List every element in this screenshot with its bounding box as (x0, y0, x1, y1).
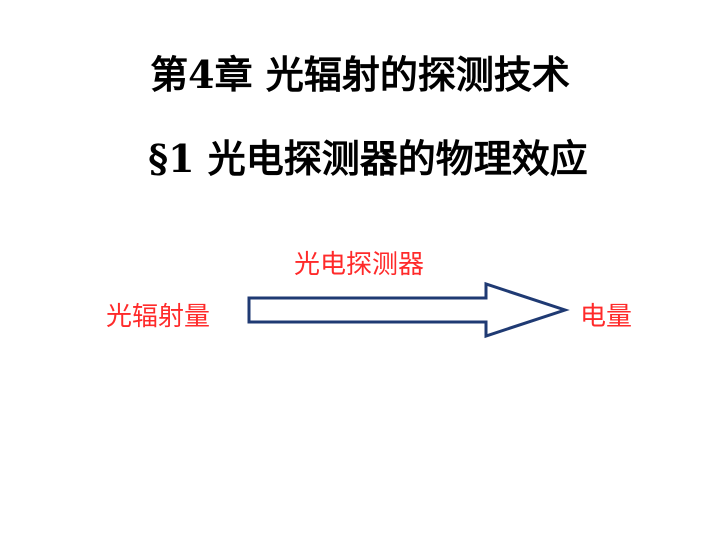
conversion-arrow-shape (247, 281, 570, 339)
output-quantity-label: 电量 (580, 302, 633, 332)
chapter-title: 第4章 光辐射的探测技术 (150, 52, 570, 97)
input-quantity-label: 光辐射量 (106, 302, 211, 332)
section-title: §1 光电探测器的物理效应 (148, 136, 588, 181)
detector-label: 光电探测器 (294, 250, 425, 280)
conversion-arrow (247, 281, 570, 339)
